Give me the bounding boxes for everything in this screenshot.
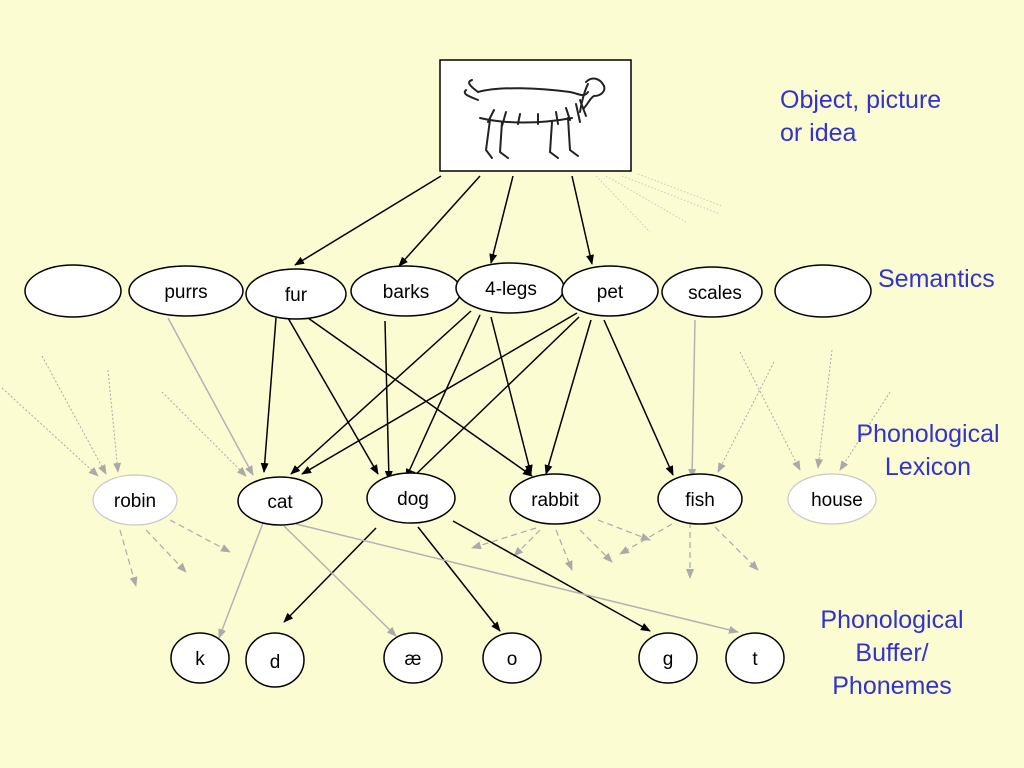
- lexicon-node-dog: dog: [366, 472, 456, 524]
- semantic-label-fur: fur: [285, 285, 308, 306]
- object-picture: [439, 59, 632, 172]
- phoneme-label-t: t: [752, 649, 758, 670]
- lexicon-to-phoneme-edges-active: [283, 520, 651, 632]
- faint-picture-links: [595, 173, 723, 233]
- semantic-nodes: purrs fur barks 4-legs pet scales: [24, 262, 872, 320]
- phoneme-label-ae: æ: [405, 649, 422, 670]
- phoneme-node-d: d: [245, 632, 305, 688]
- lexicon-label-robin: robin: [114, 491, 156, 512]
- semantic-node-scales: scales: [661, 266, 763, 318]
- phoneme-node-o: o: [482, 632, 542, 684]
- lexicon-label-fish: fish: [685, 490, 715, 511]
- dotted-incoming-edges: [1, 349, 891, 477]
- lexicon-label-dog: dog: [397, 489, 429, 510]
- semantics-label: Semantics: [878, 265, 995, 293]
- lexicon-label-cat: cat: [267, 492, 293, 513]
- semantic-label-purrs: purrs: [164, 282, 207, 303]
- phoneme-node-t: t: [725, 632, 785, 684]
- phoneme-label-g: g: [663, 649, 674, 670]
- semantics-to-lexicon-edges: [260, 310, 674, 481]
- semantic-node-pet: pet: [561, 265, 659, 317]
- object-label-line2: or idea: [780, 119, 857, 147]
- object-level-label: Object, picture or idea: [780, 84, 941, 150]
- dog-drawing-icon: [463, 77, 606, 159]
- inactive-semantic-edges: [167, 317, 697, 479]
- semantic-label-scales: scales: [688, 283, 742, 304]
- phoneme-nodes: k d æ o g t: [170, 632, 785, 688]
- lexicon-label-line2: Lexicon: [884, 453, 972, 481]
- buffer-level-label: Phonological Buffer/ Phonemes: [808, 604, 976, 703]
- phoneme-node-g: g: [638, 632, 698, 684]
- object-label-line1: Object, picture: [780, 86, 942, 114]
- semantic-node-barks: barks: [350, 265, 462, 317]
- buffer-label-line1: Phonological: [820, 606, 964, 634]
- buffer-label-line2: Buffer/: [855, 639, 929, 667]
- picture-to-semantics-edges: [294, 175, 594, 267]
- semantic-node-blank-right: [774, 264, 872, 318]
- semantic-node-4-legs: 4-legs: [455, 262, 565, 314]
- lexicon-level-label: Phonological Lexicon: [846, 418, 1010, 484]
- lexicon-node-robin: robin: [92, 474, 178, 526]
- lexicon-node-cat: cat: [237, 476, 323, 526]
- phoneme-label-d: d: [270, 652, 281, 673]
- buffer-label-line3: Phonemes: [832, 672, 952, 700]
- dashed-outgoing-edges: [119, 519, 759, 587]
- semantic-node-fur: fur: [245, 268, 347, 320]
- lexicon-label-house: house: [811, 490, 863, 511]
- phoneme-node-ae: æ: [383, 632, 443, 684]
- semantic-label-barks: barks: [383, 282, 429, 303]
- semantic-node-purrs: purrs: [128, 265, 244, 317]
- lexicon-to-phoneme-edges-inactive: [218, 522, 739, 639]
- semantic-node-blank-left: [24, 264, 122, 318]
- lexicon-node-house: house: [787, 473, 877, 525]
- lexicon-node-rabbit: rabbit: [509, 473, 601, 525]
- phoneme-label-k: k: [195, 649, 205, 670]
- phoneme-label-o: o: [507, 649, 518, 670]
- phoneme-node-k: k: [170, 632, 230, 684]
- lexicon-nodes: robin cat dog rabbit fish house: [92, 472, 877, 526]
- semantics-level-label: Semantics: [878, 263, 995, 296]
- lexicon-label-rabbit: rabbit: [531, 490, 579, 511]
- semantic-label-pet: pet: [597, 282, 624, 303]
- lexicon-label-line1: Phonological: [856, 420, 1000, 448]
- lexicon-node-fish: fish: [657, 473, 743, 525]
- semantic-label-4-legs: 4-legs: [485, 279, 537, 300]
